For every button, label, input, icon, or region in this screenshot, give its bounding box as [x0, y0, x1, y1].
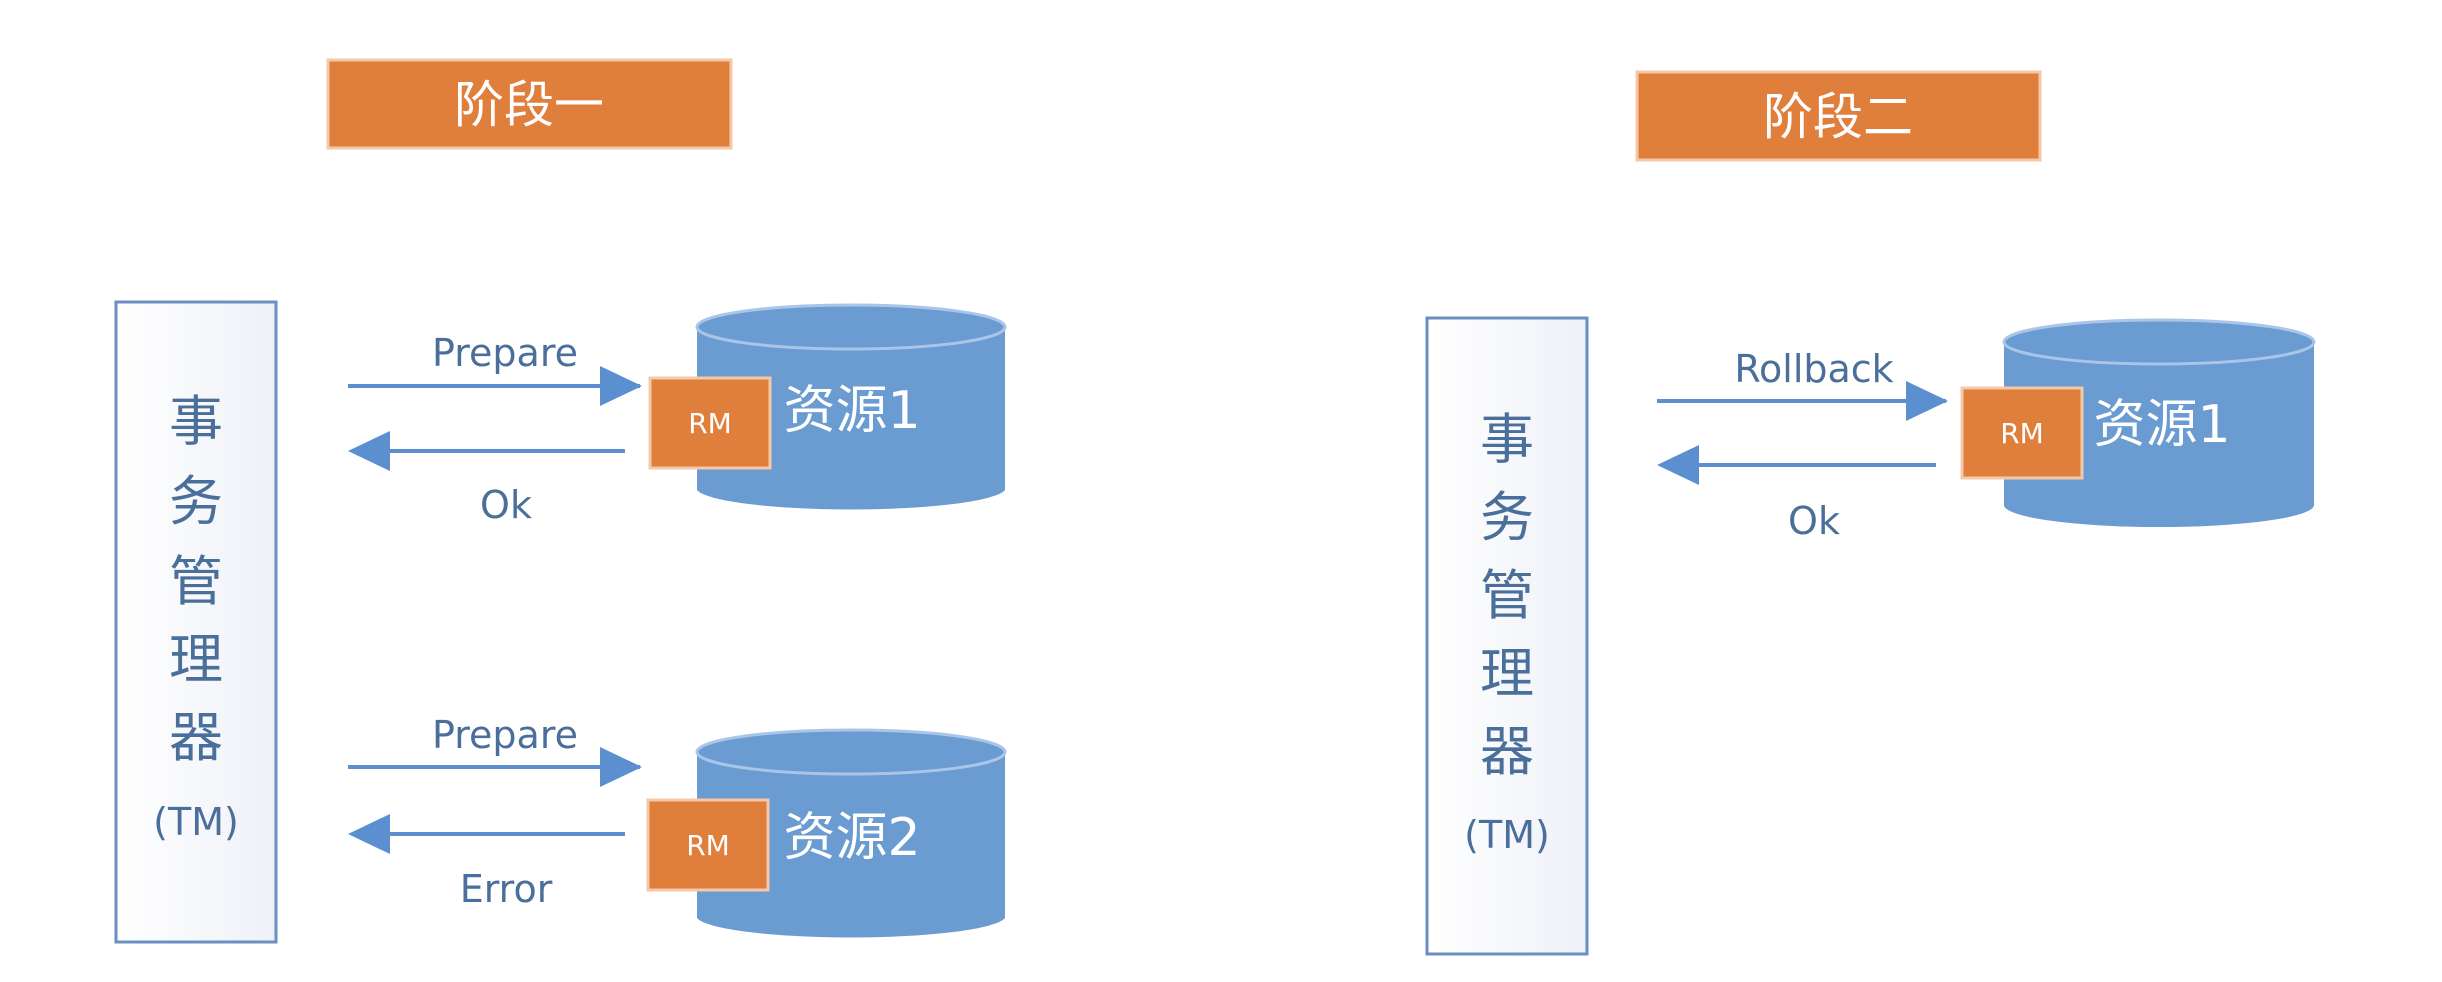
rm-label: RM [686, 829, 730, 862]
request-label: Rollback [1734, 347, 1893, 391]
phase-two-tm-abbr: (TM) [1464, 813, 1550, 857]
rm-box [646, 798, 770, 892]
resource-label: 资源1 [2093, 395, 2230, 455]
database-cylinder [697, 327, 1005, 510]
request-arrow-head [600, 366, 642, 406]
phase-two-title: 阶段二 [1763, 88, 1913, 146]
phase-two-tm-char: 务 [1480, 486, 1534, 549]
response-arrow-head [348, 431, 390, 471]
rm-box [648, 376, 772, 470]
request-arrow-head [1906, 381, 1948, 421]
phase-one-tm-char: 务 [169, 470, 223, 533]
phase-one-tm-char: 理 [169, 628, 223, 691]
response-label: Error [460, 867, 553, 911]
database-cylinder-top [695, 303, 1007, 351]
phase-one-tm-char: 管 [169, 550, 223, 613]
phase-one: 阶段一 事 务 管 理 器 (TM) 资源1 RM Prepare Ok 资源2… [114, 58, 1007, 944]
phase-two-tm-box [1425, 316, 1589, 956]
phase-one-resource-2: 资源2 RM [646, 728, 1007, 938]
response-arrow-head [1657, 445, 1699, 485]
phase-two-tm-char: 理 [1480, 642, 1534, 705]
request-label: Prepare [432, 331, 578, 375]
request-label: Prepare [432, 713, 578, 757]
request-arrow-head [600, 747, 642, 787]
phase-two-resource-1: 资源1 RM [1960, 318, 2316, 527]
database-cylinder-top [695, 728, 1007, 776]
phase-two: 阶段二 事 务 管 理 器 (TM) 资源1 RM Rollback Ok [1425, 70, 2316, 956]
phase-one-tm-char: 器 [169, 706, 223, 769]
phase-two-title-box [1635, 70, 2042, 162]
response-arrow-head [348, 814, 390, 854]
response-label: Ok [480, 483, 532, 527]
database-cylinder-top [2002, 318, 2316, 366]
phase-two-tm-char: 管 [1480, 564, 1534, 627]
resource-label: 资源1 [783, 381, 920, 441]
phase-one-title: 阶段一 [454, 76, 604, 134]
rm-label: RM [2000, 417, 2044, 450]
rm-label: RM [688, 407, 732, 440]
phase-one-tm-box [114, 300, 278, 944]
phase-one-tm-char: 事 [169, 390, 223, 453]
phase-one-resource-1: 资源1 RM [648, 303, 1007, 510]
rm-box [1960, 386, 2084, 480]
phase-two-tm-char: 器 [1480, 720, 1534, 783]
response-label: Ok [1788, 499, 1840, 543]
phase-two-tm-char: 事 [1480, 408, 1534, 471]
database-cylinder [697, 752, 1005, 938]
phase-one-tm-abbr: (TM) [153, 800, 239, 844]
phase-one-title-box [326, 58, 733, 150]
resource-label: 资源2 [783, 808, 920, 868]
